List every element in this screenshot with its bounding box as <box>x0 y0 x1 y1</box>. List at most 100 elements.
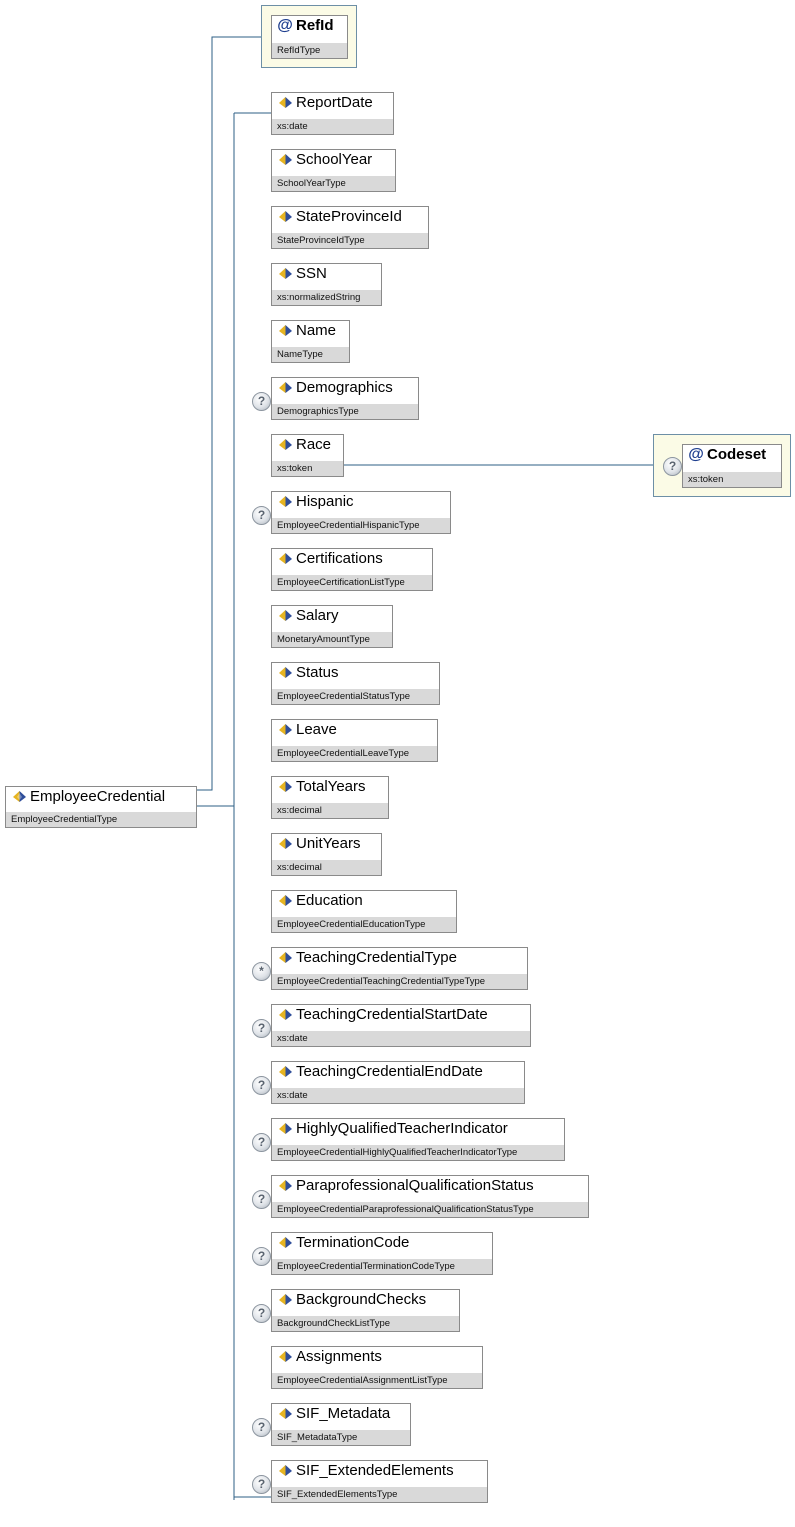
element-name: Leave <box>296 721 337 738</box>
root-element[interactable]: EmployeeCredential EmployeeCredentialTyp… <box>5 786 197 828</box>
optional-badge-icon: ? <box>252 1019 271 1038</box>
optional-badge-icon: ? <box>252 392 271 411</box>
element-type: EmployeeCredentialParaprofessionalQualif… <box>272 1202 588 1217</box>
element-name: Assignments <box>296 1348 382 1365</box>
element-type: EmployeeCredentialTeachingCredentialType… <box>272 974 527 989</box>
element-icon <box>277 1463 294 1479</box>
element-type: EmployeeCredentialHighlyQualifiedTeacher… <box>272 1145 564 1160</box>
element-type: EmployeeCredentialStatusType <box>272 689 439 704</box>
element-icon <box>277 836 294 852</box>
element-type: EmployeeCredentialAssignmentListType <box>272 1373 482 1388</box>
element-type: MonetaryAmountType <box>272 632 392 647</box>
element-icon <box>277 722 294 738</box>
attribute-refid[interactable]: @ RefId RefIdType <box>271 15 348 59</box>
attribute-type: xs:token <box>683 472 781 487</box>
attribute-name: RefId <box>296 17 334 34</box>
element-type: xs:date <box>272 119 393 134</box>
element-name: StateProvinceId <box>296 208 402 225</box>
element-icon <box>277 1406 294 1422</box>
element-icon <box>277 1292 294 1308</box>
element-name: TeachingCredentialEndDate <box>296 1063 483 1080</box>
element-race[interactable]: Race xs:token <box>271 434 344 477</box>
element-icon <box>277 608 294 624</box>
element-name: Salary <box>296 607 339 624</box>
element-name: ParaprofessionalQualificationStatus <box>296 1177 534 1194</box>
element-icon <box>277 1121 294 1137</box>
element-name: Certifications <box>296 550 383 567</box>
element-type: EmployeeCredentialEducationType <box>272 917 456 932</box>
element-name: Race <box>296 436 332 453</box>
element-teachingcredentialenddate[interactable]: TeachingCredentialEndDate xs:date <box>271 1061 525 1104</box>
root-name: EmployeeCredential <box>30 788 166 805</box>
optional-badge-icon: ? <box>252 1304 271 1323</box>
element-type: xs:date <box>272 1031 530 1046</box>
element-name: TotalYears <box>296 778 366 795</box>
element-icon <box>277 1007 294 1023</box>
element-type: DemographicsType <box>272 404 418 419</box>
element-icon <box>277 437 294 453</box>
element-name: ReportDate <box>296 94 373 111</box>
attribute-name: Codeset <box>707 446 767 463</box>
element-icon <box>11 789 28 805</box>
element-type: EmployeeCredentialTerminationCodeType <box>272 1259 492 1274</box>
element-name: Status <box>296 664 339 681</box>
element-type: xs:date <box>272 1088 524 1103</box>
optional-badge-icon: ? <box>252 1076 271 1095</box>
element-name: SchoolYear <box>296 151 373 168</box>
element-reportdate[interactable]: ReportDate xs:date <box>271 92 394 135</box>
element-name: UnitYears <box>296 835 361 852</box>
optional-badge-icon: ? <box>252 506 271 525</box>
element-icon <box>277 95 294 111</box>
element-icon <box>277 494 294 510</box>
element-icon <box>277 779 294 795</box>
optional-badge-icon: ? <box>252 1190 271 1209</box>
element-type: EmployeeCertificationListType <box>272 575 432 590</box>
element-type: SIF_ExtendedElementsType <box>272 1487 487 1502</box>
element-name: HighlyQualifiedTeacherIndicator <box>296 1120 508 1137</box>
attribute-type: RefIdType <box>272 43 347 58</box>
element-name: Hispanic <box>296 493 354 510</box>
element-name: SIF_ExtendedElements <box>296 1462 454 1479</box>
element-icon <box>277 323 294 339</box>
attribute-at-icon: @ <box>688 445 704 463</box>
element-icon <box>277 1178 294 1194</box>
root-type: EmployeeCredentialType <box>6 812 196 827</box>
element-name: Name <box>296 322 337 339</box>
root-attribute-group: @ RefId RefIdType <box>261 5 357 68</box>
element-type: NameType <box>272 347 349 362</box>
attribute-codeset[interactable]: @ Codeset xs:token <box>682 444 782 488</box>
element-totalyears[interactable]: TotalYears xs:decimal <box>271 776 389 819</box>
element-icon <box>277 266 294 282</box>
element-type: xs:decimal <box>272 803 388 818</box>
element-icon <box>277 893 294 909</box>
attribute-at-icon: @ <box>277 16 293 34</box>
element-name: SSN <box>296 265 327 282</box>
optional-badge-icon: ? <box>252 1247 271 1266</box>
element-icon <box>277 950 294 966</box>
element-icon <box>277 1349 294 1365</box>
element-type: xs:token <box>272 461 343 476</box>
race-attribute-group: ? @ Codeset xs:token <box>653 434 791 497</box>
